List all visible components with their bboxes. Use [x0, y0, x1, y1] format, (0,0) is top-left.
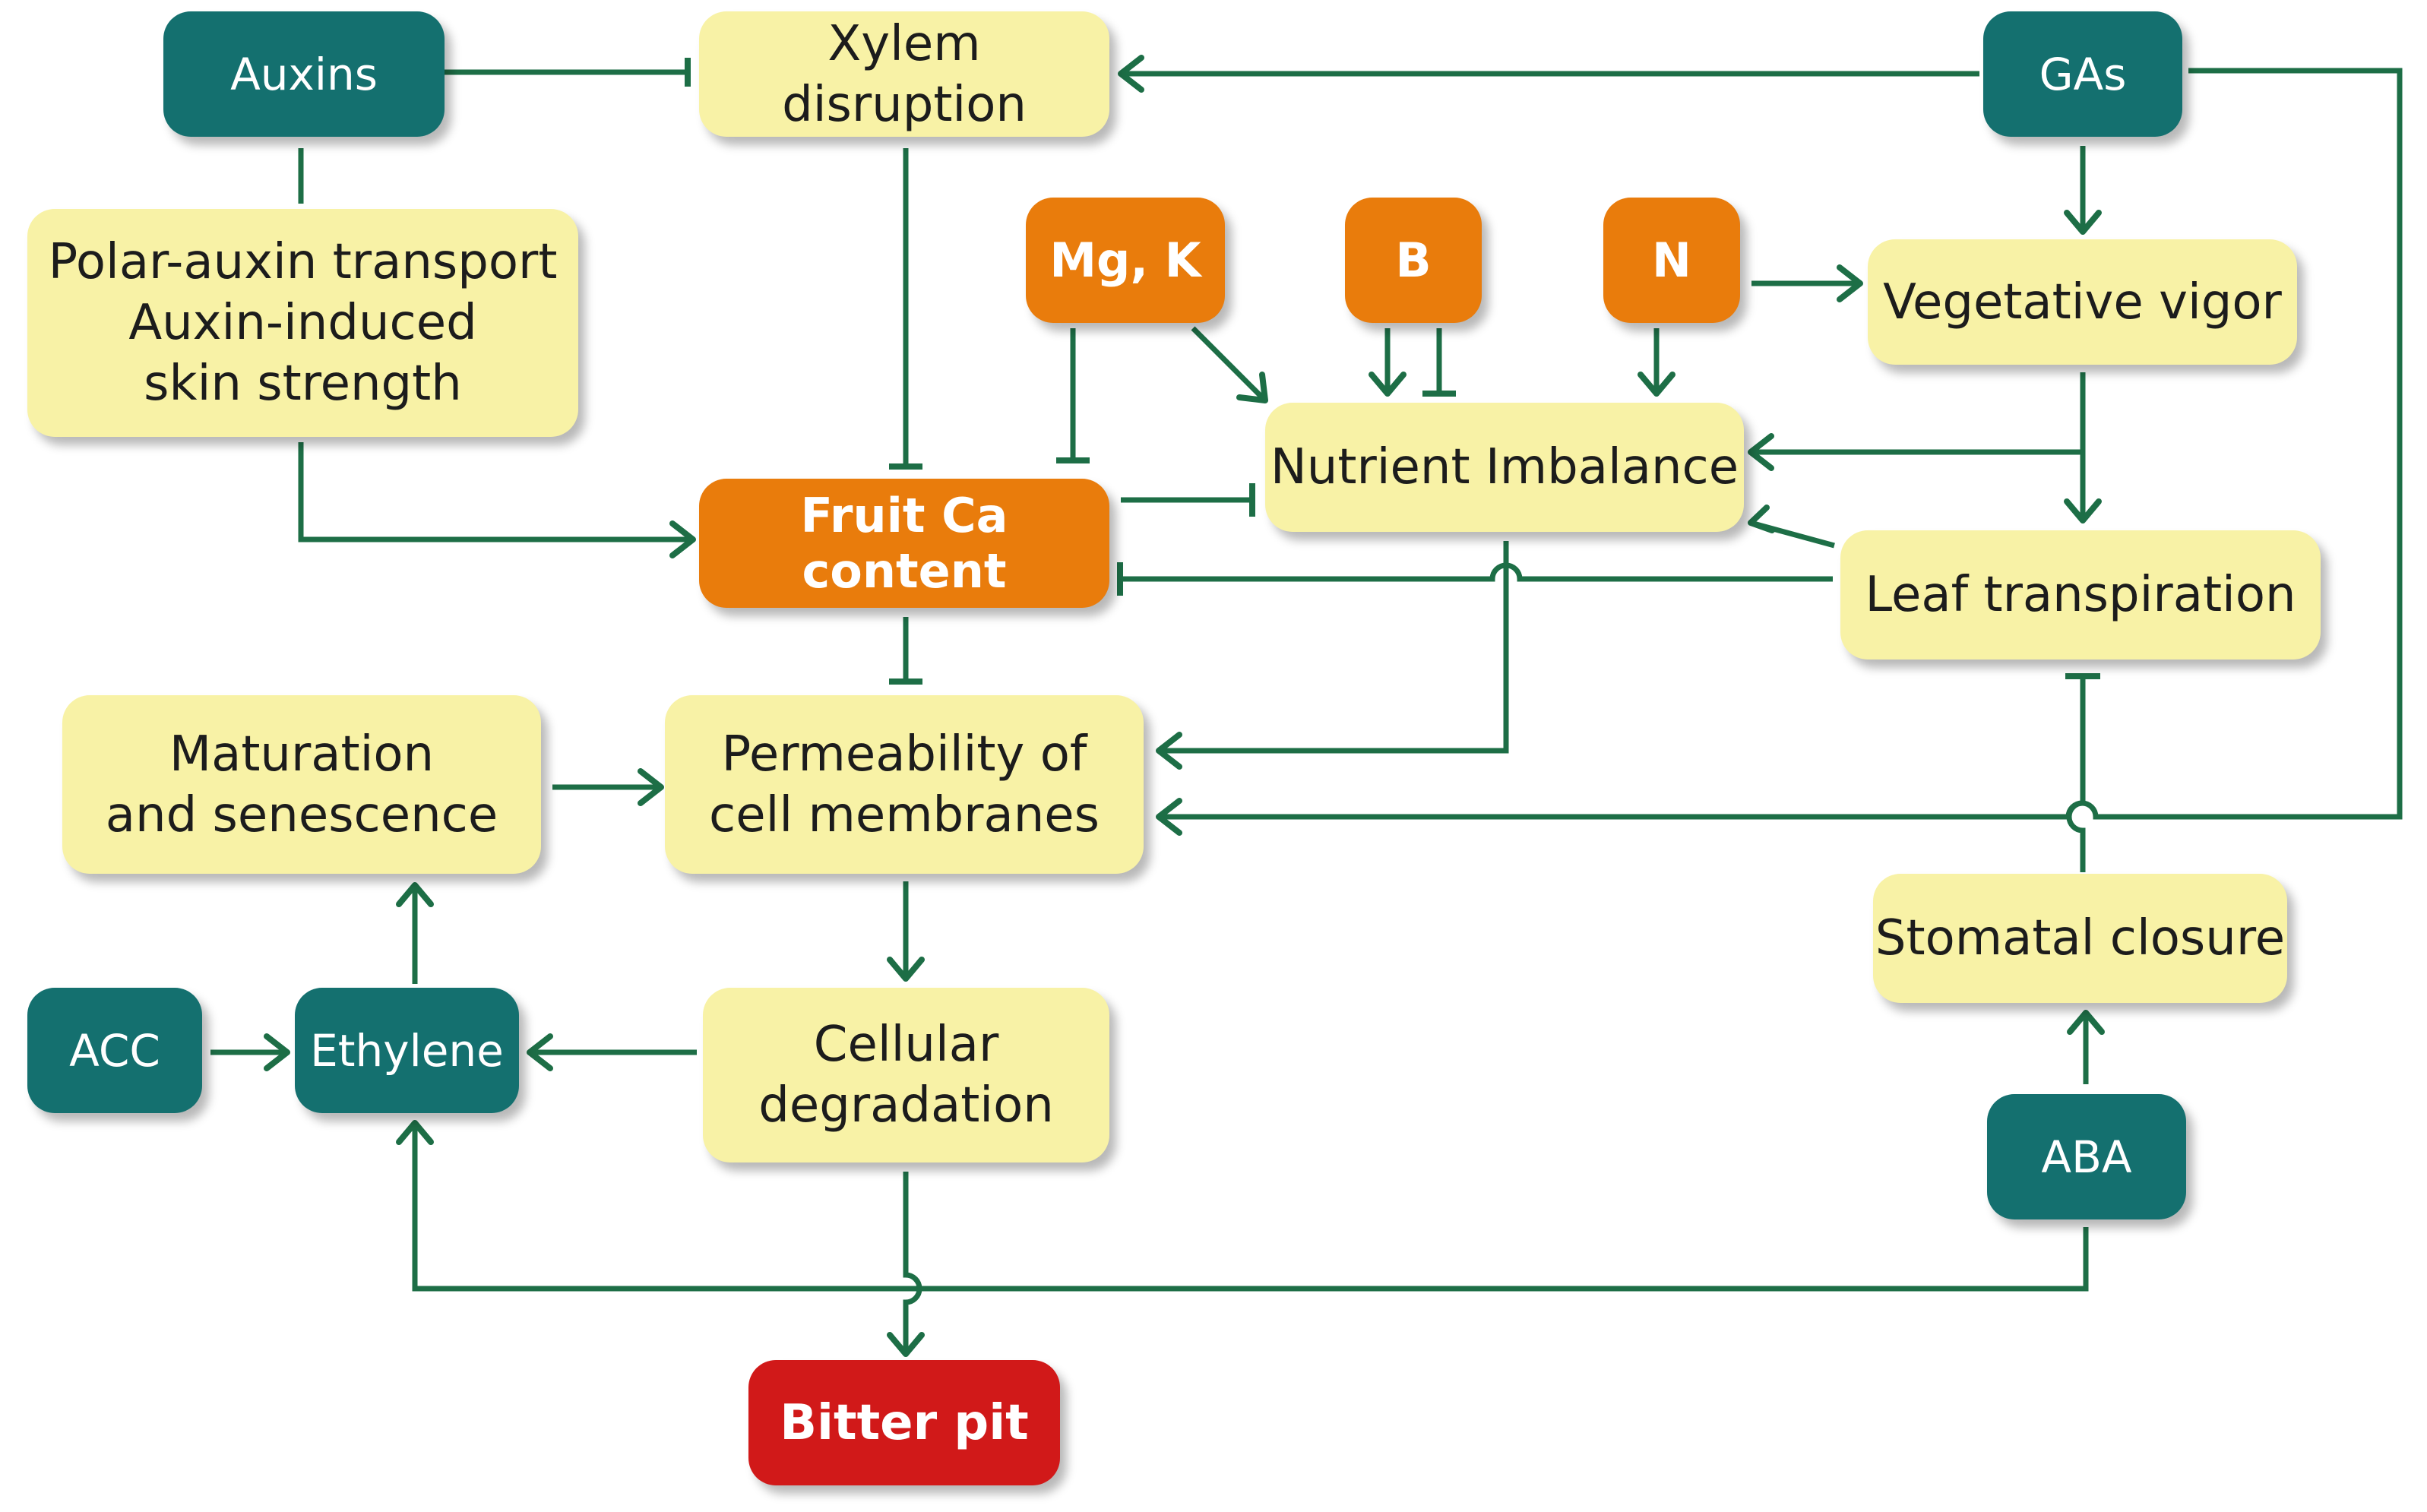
- node-permeability-cell-membranes: Permeability of cell membranes: [665, 695, 1144, 874]
- node-maturation-senescence: Maturation and senescence: [62, 695, 541, 874]
- edge-cellular-degradation-to-ethylene: [527, 1033, 697, 1071]
- node-vegetative-vigor-label: Vegetative vigor: [1883, 274, 2282, 331]
- node-nutrient-imbalance: Nutrient Imbalance: [1265, 403, 1744, 532]
- node-mg-k: Mg, K: [1026, 198, 1225, 323]
- edge-b-to-nutrient-imbalance: [1369, 328, 1407, 397]
- edge-aba-to-ethylene: [396, 1120, 2089, 1292]
- edge-nutrient-imbalance-to-permeability: [1156, 541, 1509, 770]
- node-xylem-disruption-label: Xylem disruption: [782, 15, 1027, 133]
- node-aba-label: ABA: [2041, 1131, 2132, 1183]
- edge-fruit-ca-inhibits-permeability: [889, 617, 922, 685]
- node-bitter-pit-label: Bitter pit: [780, 1394, 1029, 1451]
- node-ethylene-label: Ethylene: [310, 1024, 504, 1077]
- edge-maturation-to-permeability: [552, 768, 664, 806]
- edge-mgk-inhibits-fruit-ca: [1056, 328, 1090, 463]
- node-maturation-senescence-label: Maturation and senescence: [105, 726, 498, 843]
- node-permeability-cell-membranes-label: Permeability of cell membranes: [709, 726, 1100, 843]
- node-auxins-label: Auxins: [230, 48, 378, 100]
- edge-fruit-ca-inhibits-nutrient-imbalance: [1121, 483, 1255, 517]
- edge-n-to-nutrient-imbalance: [1638, 328, 1675, 397]
- node-polar-auxin-transport-label: Polar-auxin transport Auxin-induced skin…: [48, 234, 558, 412]
- node-stomatal-closure-label: Stomatal closure: [1875, 910, 2286, 966]
- node-acc: ACC: [27, 988, 202, 1113]
- edge-aba-to-stomatal-closure: [2067, 1010, 2105, 1084]
- node-n: N: [1603, 198, 1740, 323]
- edge-cellular-degradation-to-bitter-pit: [887, 1172, 925, 1357]
- edge-vigor-to-leaf-transpiration: [2064, 372, 2102, 524]
- edge-xylem-inhibits-fruit-ca: [889, 148, 922, 470]
- node-gas-label: GAs: [2039, 48, 2127, 100]
- node-vegetative-vigor: Vegetative vigor: [1868, 239, 2297, 365]
- node-leaf-transpiration-label: Leaf transpiration: [1865, 567, 2296, 623]
- node-cellular-degradation-label: Cellular degradation: [758, 1017, 1054, 1134]
- edge-mgk-to-nutrient-imbalance: [1191, 326, 1268, 403]
- node-polar-auxin-transport: Polar-auxin transport Auxin-induced skin…: [27, 209, 578, 437]
- node-leaf-transpiration: Leaf transpiration: [1840, 530, 2321, 660]
- node-stomatal-closure: Stomatal closure: [1873, 874, 2287, 1003]
- node-gas: GAs: [1983, 11, 2182, 137]
- node-fruit-ca-content: Fruit Ca content: [699, 479, 1109, 608]
- node-cellular-degradation: Cellular degradation: [703, 988, 1109, 1162]
- edge-gas-to-xylem: [1118, 55, 1979, 93]
- edge-n-to-vegetative-vigor: [1751, 264, 1863, 302]
- edge-stomatal-closure-inhibits-leaf-transpiration: [2065, 673, 2100, 872]
- node-aba: ABA: [1987, 1094, 2186, 1219]
- edge-gas-to-vegetative-vigor: [2064, 146, 2102, 235]
- edge-leaf-to-nutrient-imbalance: [1748, 505, 1835, 549]
- edge-permeability-to-cellular-degradation: [887, 881, 925, 982]
- node-ethylene: Ethylene: [295, 988, 519, 1113]
- edge-acc-to-ethylene: [210, 1033, 290, 1071]
- edge-vigor-to-nutrient-imbalance: [1748, 433, 2083, 471]
- node-xylem-disruption: Xylem disruption: [699, 11, 1109, 137]
- edge-polar-auxin-to-fruit-ca: [298, 442, 696, 558]
- node-mg-k-label: Mg, K: [1049, 232, 1201, 288]
- node-nutrient-imbalance-label: Nutrient Imbalance: [1270, 439, 1739, 495]
- edge-leaf-inhibits-fruit-ca: [1117, 562, 1833, 596]
- node-b-label: B: [1395, 232, 1432, 288]
- edge-b-inhibits-nutrient-imbalance: [1422, 328, 1456, 397]
- node-auxins: Auxins: [163, 11, 445, 137]
- node-b: B: [1345, 198, 1482, 323]
- node-fruit-ca-content-label: Fruit Ca content: [800, 488, 1008, 599]
- node-n-label: N: [1652, 232, 1691, 288]
- node-acc-label: ACC: [69, 1024, 160, 1077]
- edge-auxins-inhibits-xylem: [445, 58, 691, 87]
- node-bitter-pit: Bitter pit: [748, 1360, 1060, 1485]
- edge-ethylene-to-maturation: [396, 882, 434, 984]
